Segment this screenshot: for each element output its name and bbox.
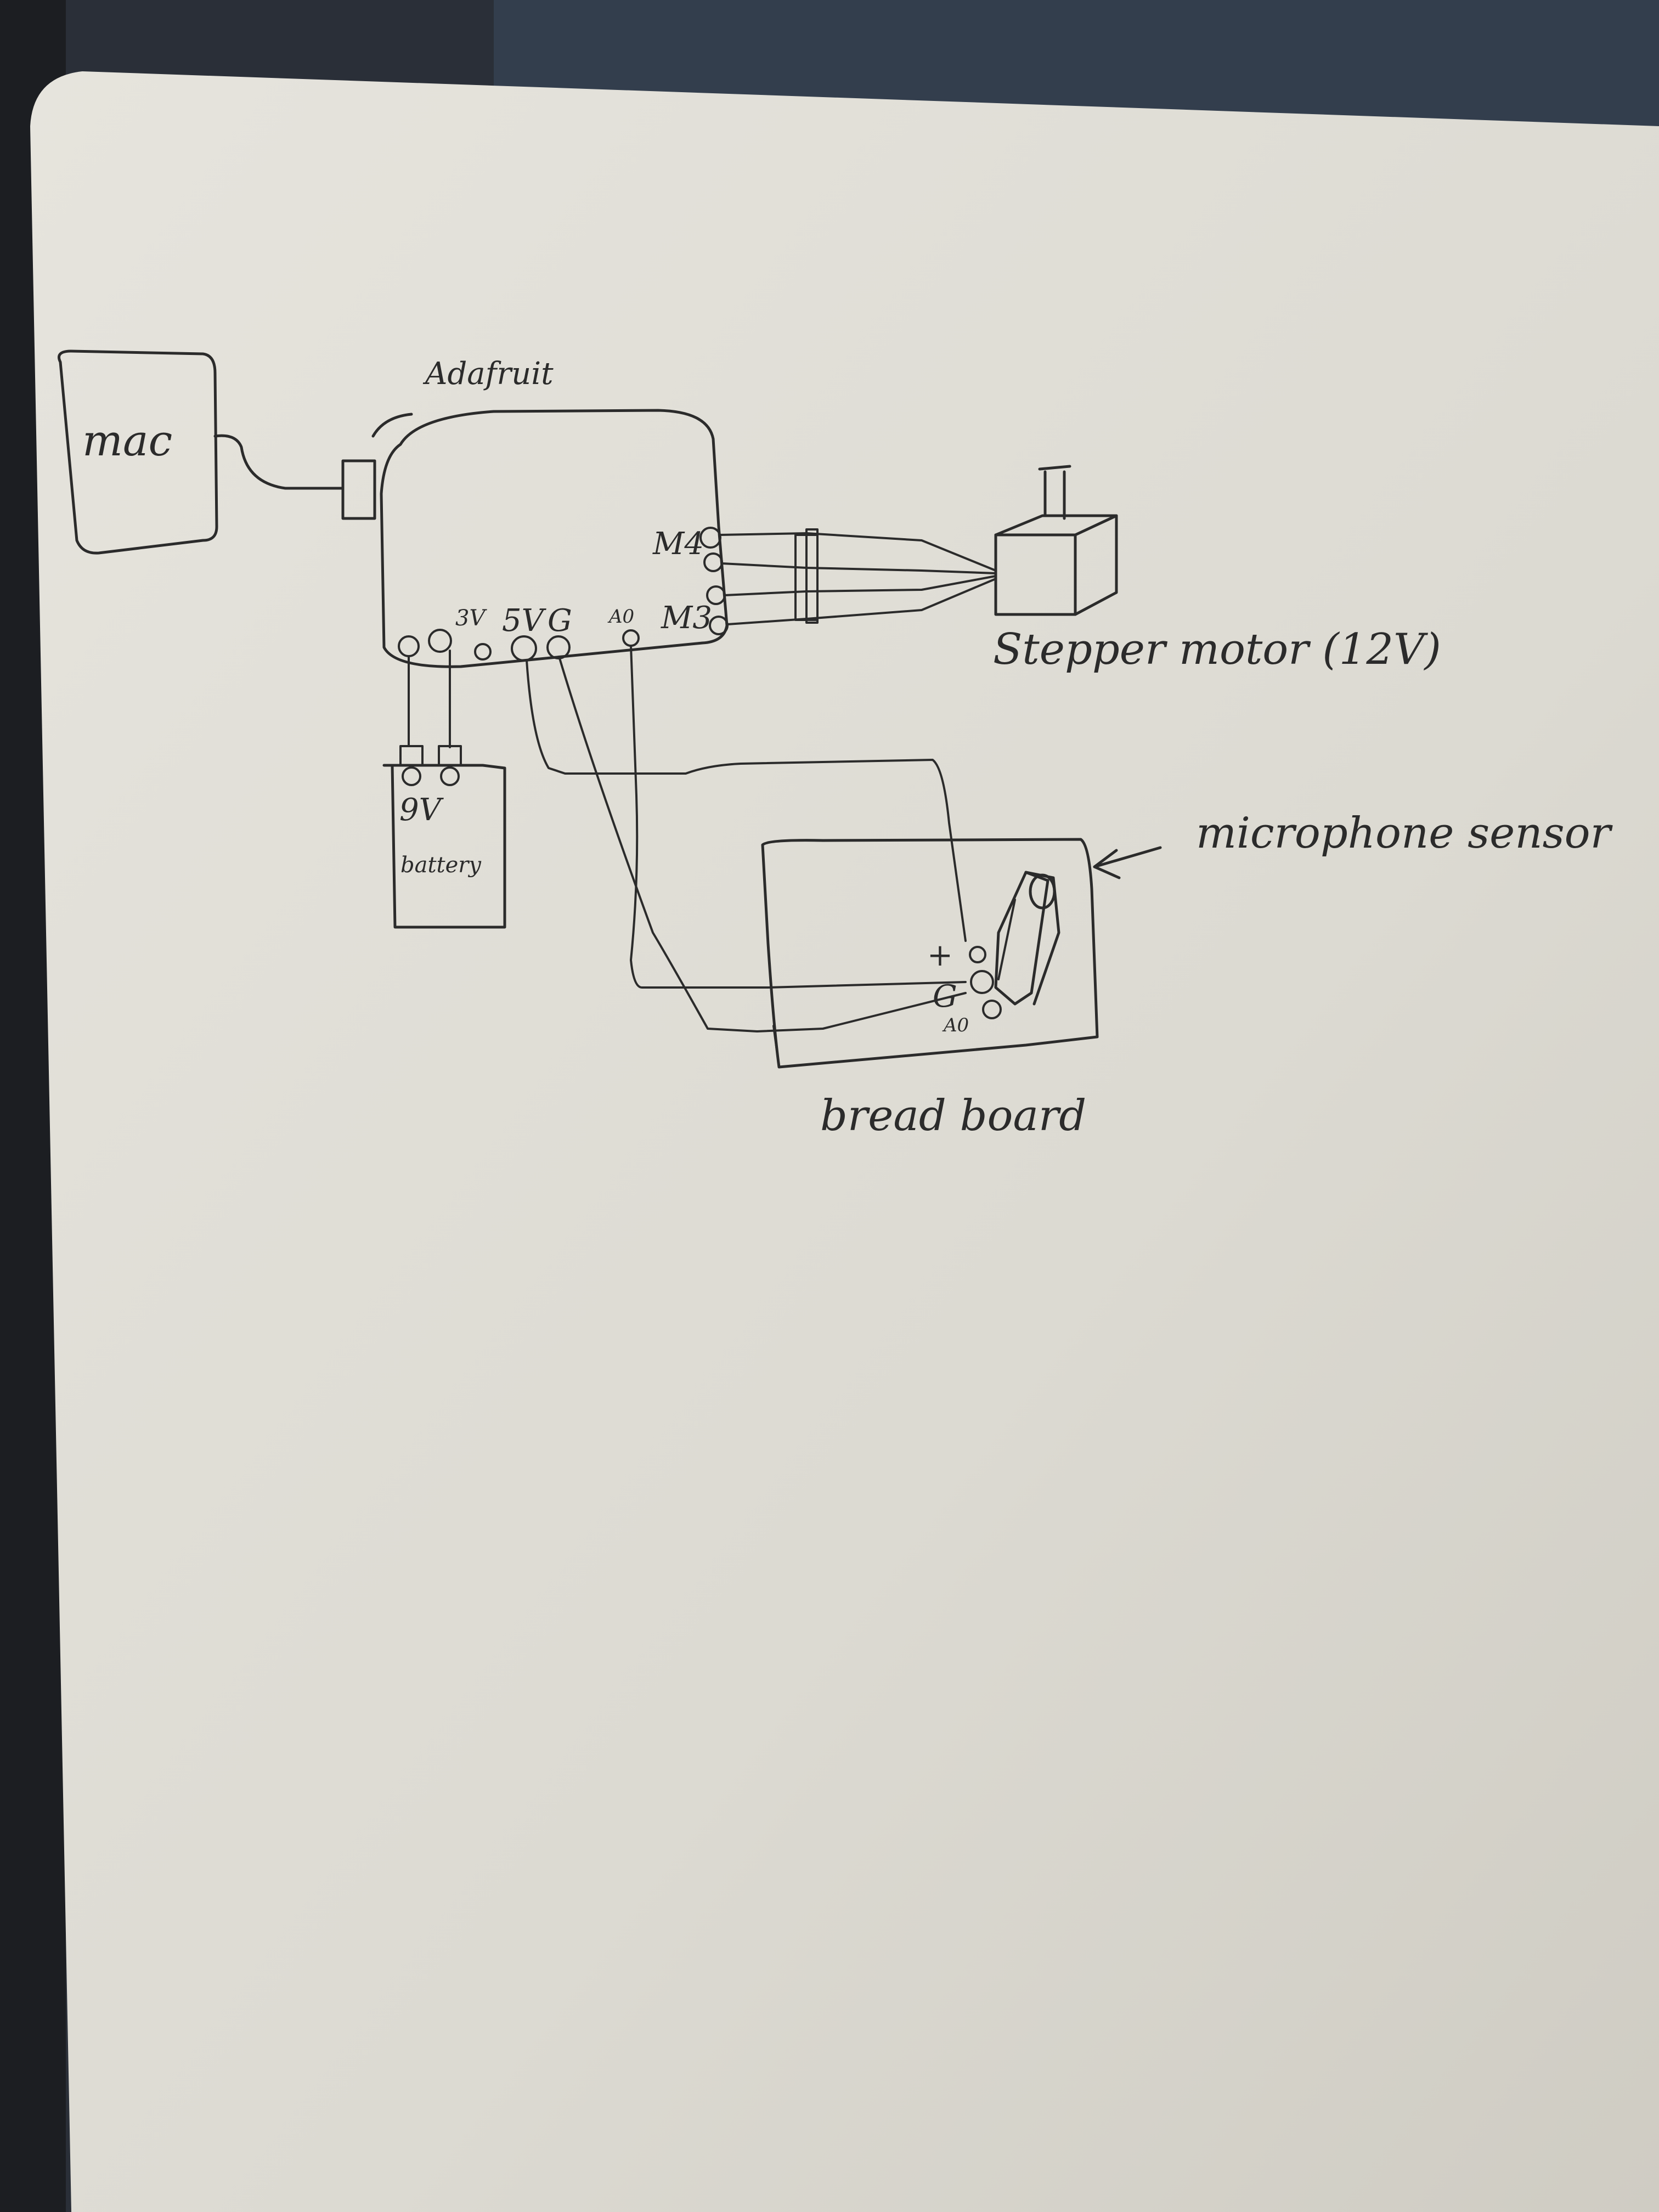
mac-label: mac: [82, 416, 172, 466]
battery-voltage-label: 9V: [399, 792, 444, 828]
m4-terminal-1: [699, 527, 721, 549]
breadboard: bread board: [761, 838, 1099, 1141]
adafruit-label: Adafruit: [422, 356, 554, 392]
m4-terminal-2: [703, 552, 723, 572]
microphone-sensor-label: microphone sensor: [1196, 809, 1613, 858]
mic-g-label: G: [933, 979, 957, 1014]
battery-label: battery: [400, 853, 482, 878]
bread-board-label: bread board: [820, 1091, 1086, 1141]
pin-3v-label: 3V: [455, 606, 487, 631]
adafruit-board: Adafruit 3V 5V G A0 M4 M3: [371, 356, 729, 668]
usb-connector: [341, 459, 376, 520]
sensor-wires: [526, 645, 967, 1032]
motor-wires: [719, 528, 997, 625]
pin-battery-minus: [428, 629, 452, 653]
m3-label: M3: [661, 600, 712, 636]
usb-cable: [213, 434, 345, 490]
mic-capsule: [1029, 873, 1056, 910]
pin-3v: [474, 643, 492, 661]
pin-5v: [511, 635, 537, 662]
mic-a0-label: A0: [942, 1014, 969, 1036]
pin-a0-label: A0: [607, 606, 634, 628]
mic-plus-label: +: [927, 938, 953, 973]
mic-pin-a0: [982, 1000, 1002, 1019]
battery-9v: 9V battery: [382, 650, 506, 929]
microphone-sensor: + G A0 microphone sensor: [927, 809, 1613, 1036]
stepper-motor: Stepper motor (12V): [993, 465, 1441, 674]
pin-5v-label: 5V: [502, 603, 547, 639]
stepper-motor-label: Stepper motor (12V): [993, 625, 1441, 674]
arrow-head-icon: [1093, 849, 1121, 879]
paper-sheet: [30, 71, 1659, 2212]
m4-label: M4: [652, 526, 704, 562]
mic-pin-plus: [969, 946, 986, 963]
pin-g-label: G: [548, 603, 572, 639]
mic-pin-g: [970, 970, 994, 994]
mac-computer: mac: [58, 349, 218, 555]
arrow-line: [1093, 846, 1162, 868]
